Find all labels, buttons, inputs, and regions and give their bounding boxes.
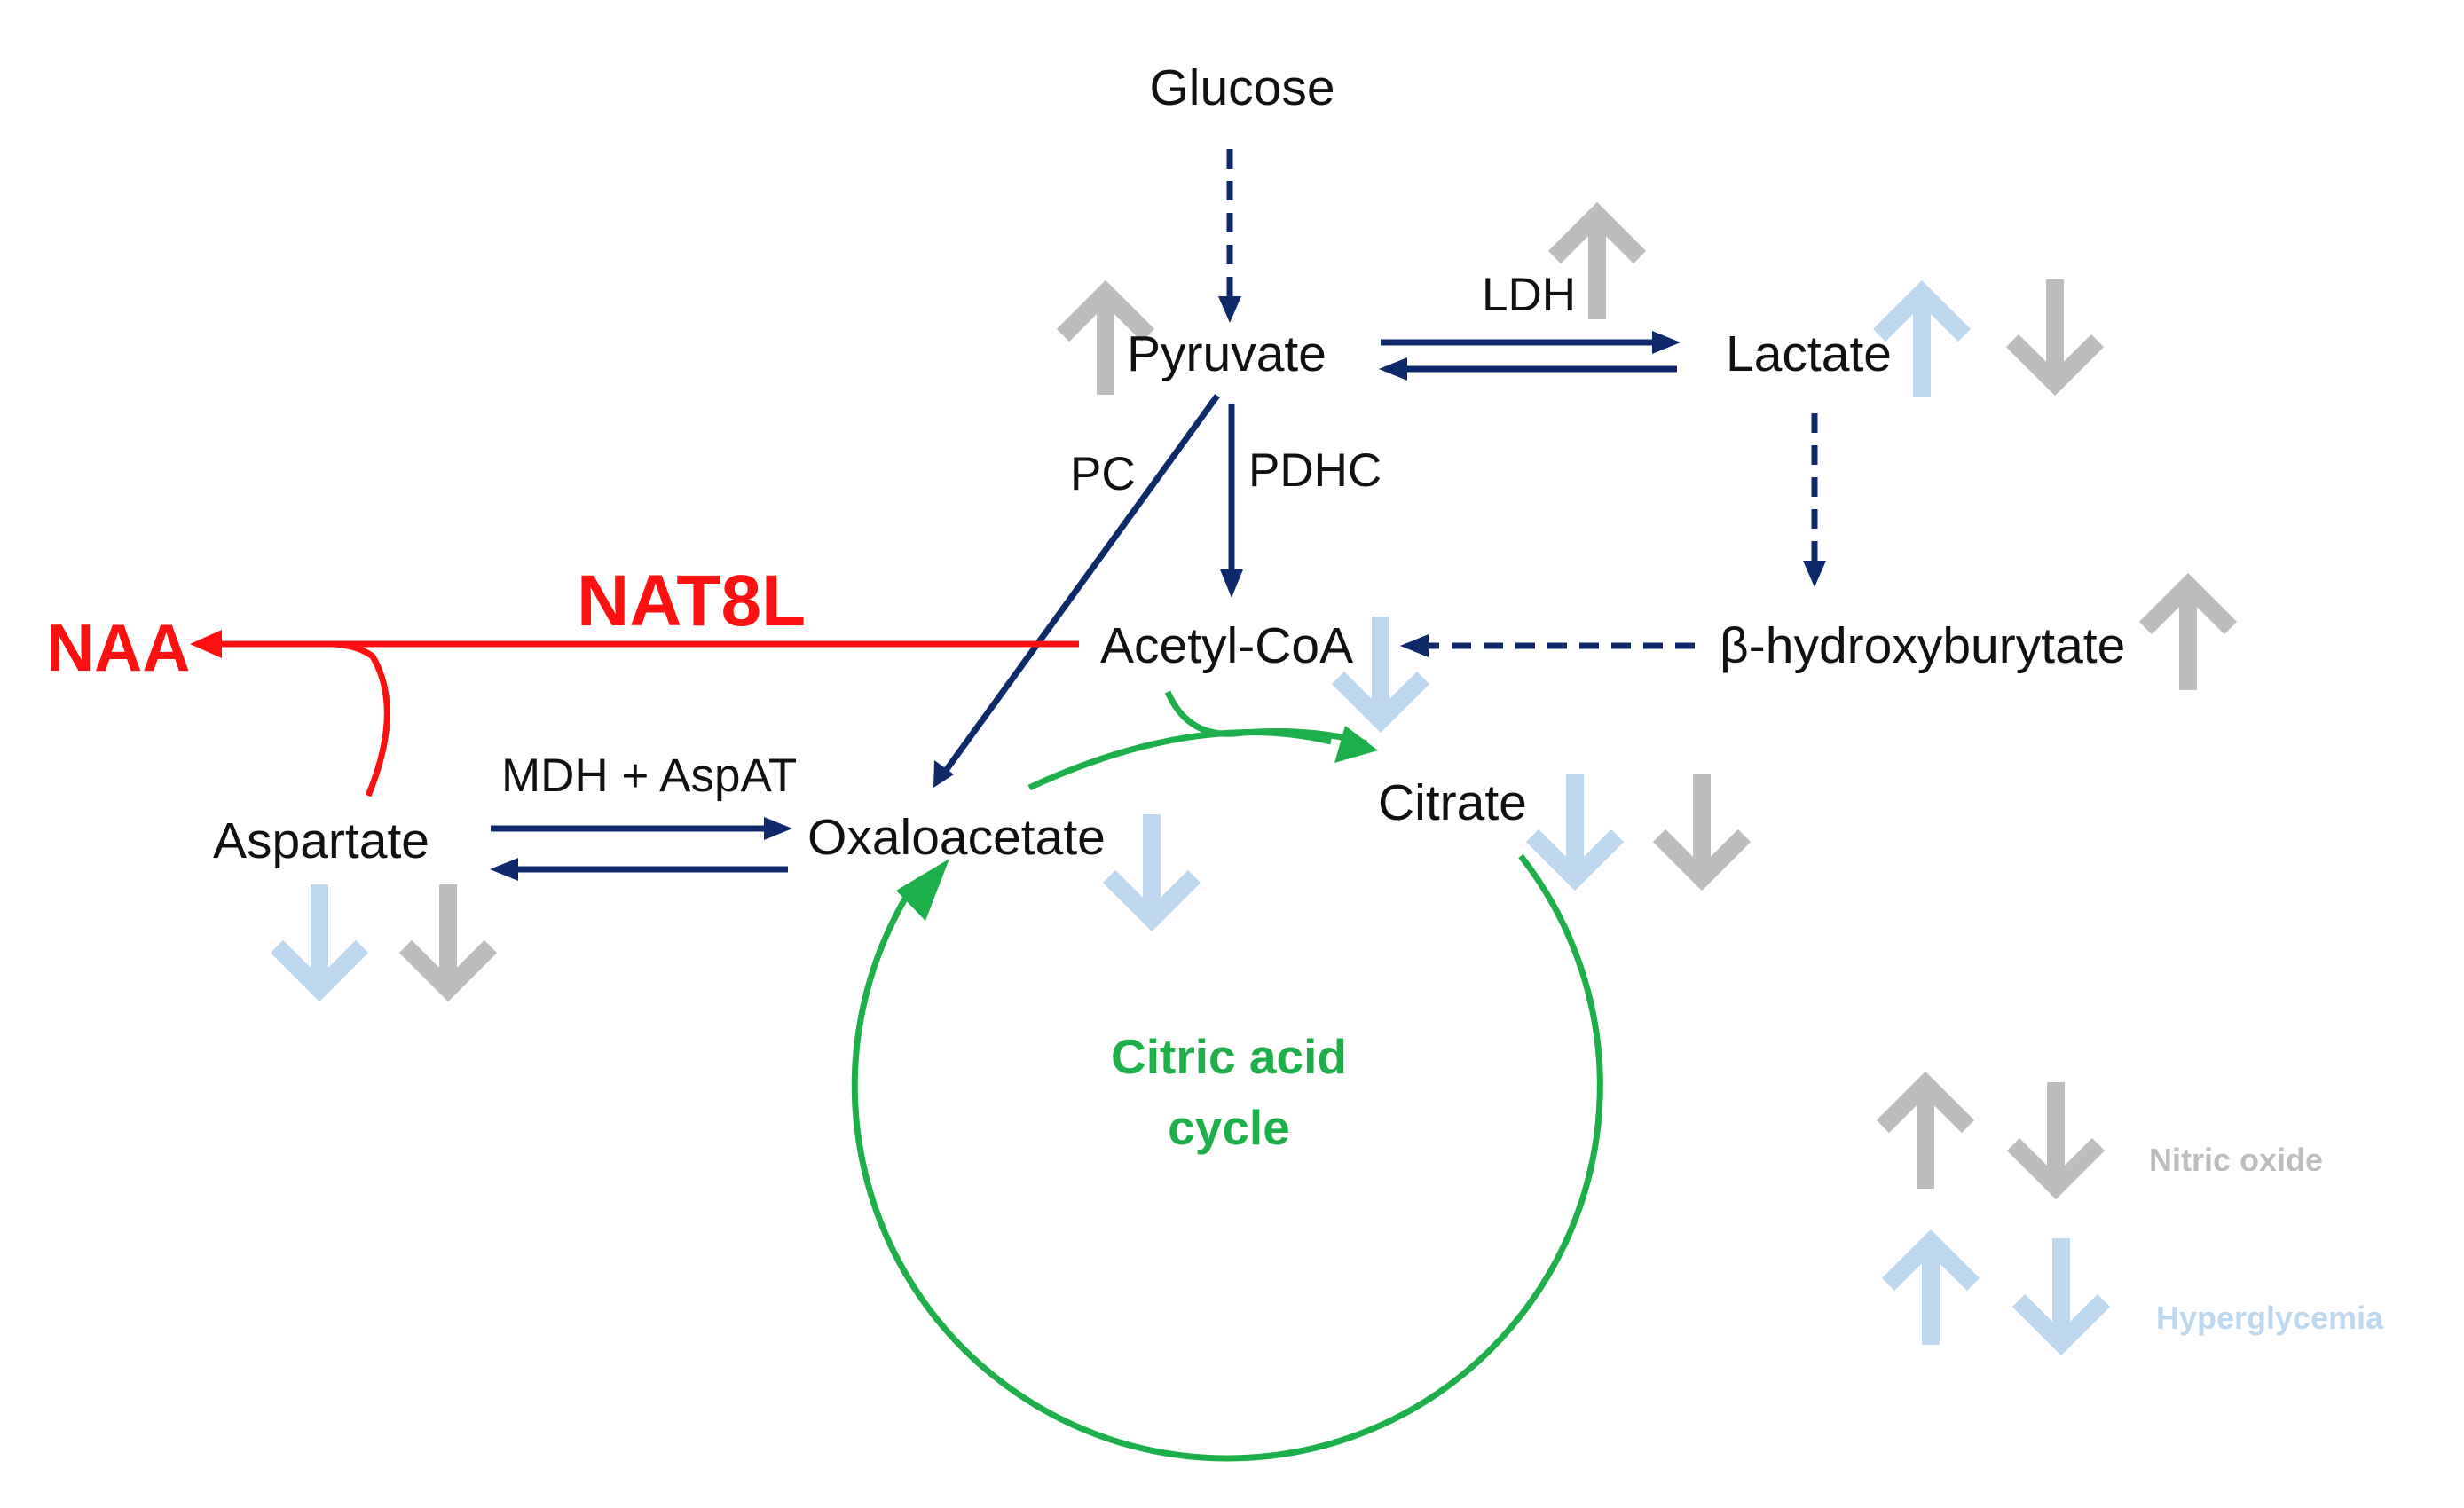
oxaloacetate-label: Oxaloacetate <box>807 809 1106 866</box>
legend-hg-up-arrow <box>1881 1229 1980 1345</box>
ldh-label: LDH <box>1482 269 1576 321</box>
ldh-no-up-arrow <box>1547 201 1647 319</box>
legend-hg-down-arrow <box>2011 1238 2111 1356</box>
pyruvate-to-oxaloacetate-arrowhead <box>933 760 954 788</box>
cycle-label: Citric acid cycle <box>1111 1029 1347 1155</box>
cycle-label-line2: cycle <box>1168 1100 1290 1155</box>
aspartate-label: Aspartate <box>213 813 429 869</box>
pyruvate-to-lactate-arrowhead <box>1652 331 1681 354</box>
aspartate-hg-down-arrow <box>270 884 369 1002</box>
pc-label: PC <box>1070 448 1136 500</box>
lactate-label: Lactate <box>1726 326 1892 382</box>
hydroxybutyrate-to-acetylcoa-arrowhead <box>1400 634 1429 657</box>
glucose-label: Glucose <box>1149 59 1334 116</box>
citrate-no-down-arrow <box>1652 774 1752 891</box>
legend-hyperglycemia-label: Hyperglycemia <box>2156 1300 2384 1336</box>
lactate-to-hydroxybutyrate-arrowhead <box>1803 561 1826 587</box>
citrate-hg-down-arrow <box>1525 774 1625 891</box>
aspartate-to-naa-curve <box>323 640 390 797</box>
legend-nitric-oxide-label: Nitric oxide <box>2149 1142 2323 1178</box>
mdh-aspat-label: MDH + AspAT <box>501 750 797 802</box>
aspartate-no-down-arrow <box>398 884 498 1002</box>
cycle-ring-arrowhead <box>896 859 949 921</box>
citrate-label: Citrate <box>1378 774 1527 831</box>
legend-no-down-arrow <box>2006 1082 2106 1200</box>
cycle-label-line1: Citric acid <box>1111 1029 1347 1084</box>
nitric-oxide-indicators <box>398 201 2238 1200</box>
lactate-hg-up-arrow <box>1872 279 1972 397</box>
acetylcoa-to-citrate-arc <box>1164 690 1368 747</box>
oxaloacetate-hg-down-arrow <box>1102 814 1201 932</box>
lactate-to-pyruvate-arrowhead <box>1379 357 1407 381</box>
pyruvate-no-up-arrow <box>1056 279 1155 395</box>
legend: Nitric oxide Hyperglycemia <box>2149 1142 2384 1336</box>
glucose-to-pyruvate-arrowhead <box>1218 296 1241 323</box>
cycle-ring <box>851 853 1603 1462</box>
pyruvate-label: Pyruvate <box>1127 326 1326 382</box>
hyperglycemia-indicators <box>270 279 2111 1356</box>
nat8l-label: NAT8L <box>577 561 806 641</box>
citric-acid-cycle <box>851 690 1603 1462</box>
metabolite-labels: Glucose Pyruvate Lactate Acetyl-CoA β-hy… <box>46 59 2125 869</box>
acetylcoa-hg-down-arrow <box>1331 617 1430 734</box>
oxaloacetate-to-aspartate-arrowhead <box>490 858 518 881</box>
legend-no-up-arrow <box>1876 1071 1975 1189</box>
pyruvate-to-acetylcoa-arrowhead <box>1220 569 1243 598</box>
naa-arrowhead <box>190 630 222 658</box>
pdhc-label: PDHC <box>1248 444 1382 497</box>
enzyme-labels: LDH PC PDHC NAT8L MDH + AspAT <box>501 269 1576 802</box>
lactate-no-down-arrow <box>2005 279 2105 397</box>
naa-label: NAA <box>46 610 191 685</box>
aspartate-to-oxaloacetate-arrowhead <box>764 817 792 840</box>
pyruvate-to-oxaloacetate-arrow <box>942 393 1220 774</box>
hydroxybutyrate-label: β-hydroxyburytate <box>1720 617 2125 674</box>
cycle-ring-top <box>1027 729 1332 791</box>
pathway-arrows <box>490 149 1826 881</box>
nat8l-pathway <box>190 630 1079 797</box>
citrate-entry-arrowhead <box>1334 726 1378 763</box>
hydroxybutyrate-no-up-arrow <box>2138 572 2238 690</box>
acetyl-coa-label: Acetyl-CoA <box>1100 617 1353 674</box>
